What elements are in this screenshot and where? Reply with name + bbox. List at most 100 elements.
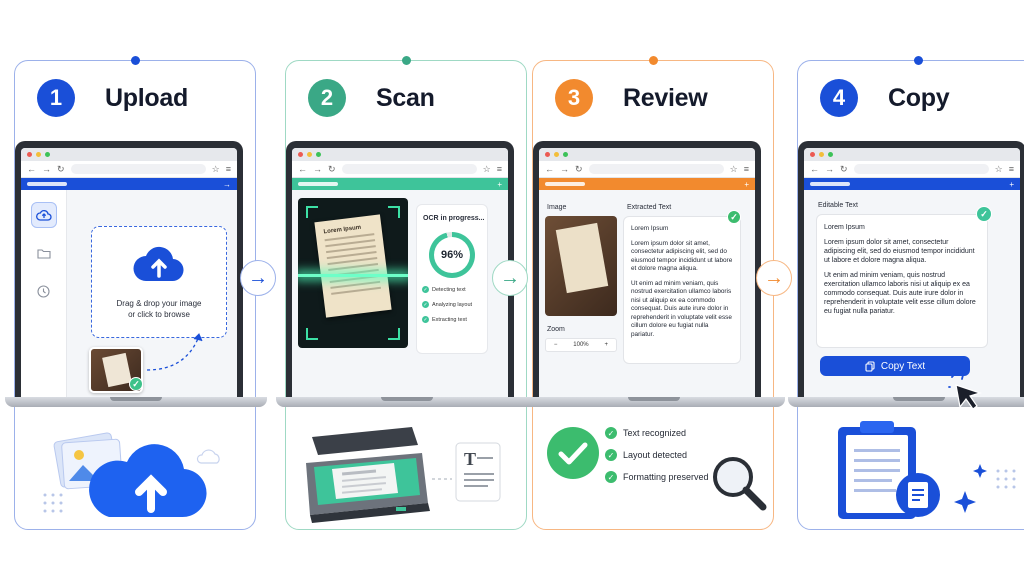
scanner-icon [306,427,430,523]
zoom-out-button[interactable]: − [553,342,558,348]
address-bar[interactable] [70,164,206,174]
reload-icon[interactable]: ↻ [328,163,336,174]
plus-icon[interactable]: + [1009,179,1014,189]
forward-icon[interactable]: → [825,164,834,174]
address-bar[interactable] [853,164,989,174]
laptop-base [788,397,1024,407]
address-bar[interactable] [341,164,477,174]
sidebar-item-upload[interactable] [30,202,57,228]
scan-line [298,274,408,277]
app-header-pill [27,182,67,186]
editable-text-area[interactable]: Lorem Ipsum Lorem ipsum dolor sit amet, … [816,214,988,348]
app-header-bar: + [292,178,508,190]
ocr-task: ✓Extracting text [422,316,487,323]
back-icon[interactable]: ← [298,164,307,174]
back-icon[interactable]: ← [27,164,36,174]
minimize-dot-icon[interactable] [819,152,824,157]
editable-text-title: Lorem Ipsum [824,224,865,231]
laptop-mockup: ← → ↻ ☆ ≡ + Editable Text Lorem Ipsum Lo… [788,141,1024,409]
star-icon[interactable]: ☆ [211,163,220,174]
review-checklist: ✓Text recognized ✓Layout detected ✓Forma… [605,427,709,493]
frame-corner [306,206,318,218]
step-number-badge: 2 [308,79,346,117]
forward-icon[interactable]: → [560,164,569,174]
menu-icon[interactable]: ≡ [743,164,749,174]
drop-zone-text-line1: Drag & drop your image [116,299,202,308]
uploaded-image-thumbnail[interactable]: ✓ [89,347,143,393]
reload-icon[interactable]: ↻ [840,163,848,174]
minimize-dot-icon[interactable] [307,152,312,157]
panel-top-dot [648,56,658,65]
dashed-arrow-icon [146,333,203,371]
step-number-badge: 3 [555,79,593,117]
frame-corner [306,328,318,340]
zoom-label: Zoom [547,326,565,333]
app-header-pill [810,182,850,186]
drop-zone[interactable]: Drag & drop your image or click to brows… [91,226,227,338]
copy-text-button[interactable]: Copy Text [820,356,970,376]
extracted-text-card[interactable]: Lorem Ipsum Lorem ipsum dolor sit amet, … [623,216,741,364]
forward-icon[interactable]: → [42,164,51,174]
copy-illustration [838,421,1016,519]
close-dot-icon[interactable] [810,152,815,157]
back-icon[interactable]: ← [810,164,819,174]
plus-icon[interactable]: + [744,179,749,189]
zoom-in-button[interactable]: + [604,342,609,348]
close-dot-icon[interactable] [27,152,32,157]
star-icon[interactable]: ☆ [482,163,491,174]
arrow-right-icon[interactable]: → [223,179,231,189]
menu-icon[interactable]: ≡ [225,164,231,174]
minimize-dot-icon[interactable] [554,152,559,157]
app-header-bar: → [21,178,237,190]
scan-preview: Lorem Ipsum [298,198,408,348]
scanner-illustration: T [306,427,501,523]
ocr-title: OCR in progress... [423,215,485,222]
check-icon: ✓ [976,206,992,222]
menu-icon[interactable]: ≡ [1008,164,1014,174]
minimize-dot-icon[interactable] [36,152,41,157]
checklist-label: Layout detected [623,450,688,460]
copy-icon [865,360,875,372]
maximize-dot-icon[interactable] [45,152,50,157]
step-panel-copy: 4 Copy ← → ↻ ☆ ≡ + [788,56,1024,530]
close-dot-icon[interactable] [298,152,303,157]
extracted-text-label: Extracted Text [627,204,672,211]
check-icon: ✓ [422,316,429,323]
window-titlebar [292,148,508,161]
step-title: Review [623,83,708,112]
reload-icon[interactable]: ↻ [57,163,65,174]
star-icon[interactable]: ☆ [729,163,738,174]
check-icon: ✓ [727,210,741,224]
forward-icon[interactable]: → [313,164,322,174]
maximize-dot-icon[interactable] [828,152,833,157]
editable-text-label: Editable Text [818,202,858,209]
drop-zone-text-line2: or click to browse [128,310,190,319]
step-header: 4 Copy [820,79,950,117]
sidebar-item-history[interactable] [31,278,57,304]
browser-navbar: ← → ↻ ☆ ≡ [539,161,755,178]
laptop-base [523,397,785,407]
browser-navbar: ← → ↻ ☆ ≡ [292,161,508,178]
browser-window: ← → ↻ ☆ ≡ → [21,148,237,399]
star-icon[interactable]: ☆ [994,163,1003,174]
checklist-label: Text recognized [623,428,687,438]
menu-icon[interactable]: ≡ [496,164,502,174]
close-dot-icon[interactable] [545,152,550,157]
back-icon[interactable]: ← [545,164,554,174]
cursor-icon [948,370,982,410]
magnifier-icon [713,457,767,511]
checklist-item: ✓Formatting preserved [605,471,709,483]
maximize-dot-icon[interactable] [563,152,568,157]
step-header: 2 Scan [308,79,435,117]
reload-icon[interactable]: ↻ [575,163,583,174]
window-titlebar [539,148,755,161]
address-bar[interactable] [588,164,724,174]
next-step-arrow: → [492,260,528,296]
plus-icon[interactable]: + [497,179,502,189]
arrow-right-icon: → [248,266,268,289]
zoom-control: − 100% + [545,338,617,352]
document-icon [896,473,940,517]
checklist-item: ✓Text recognized [605,427,709,439]
maximize-dot-icon[interactable] [316,152,321,157]
sidebar-item-files[interactable] [31,240,57,266]
